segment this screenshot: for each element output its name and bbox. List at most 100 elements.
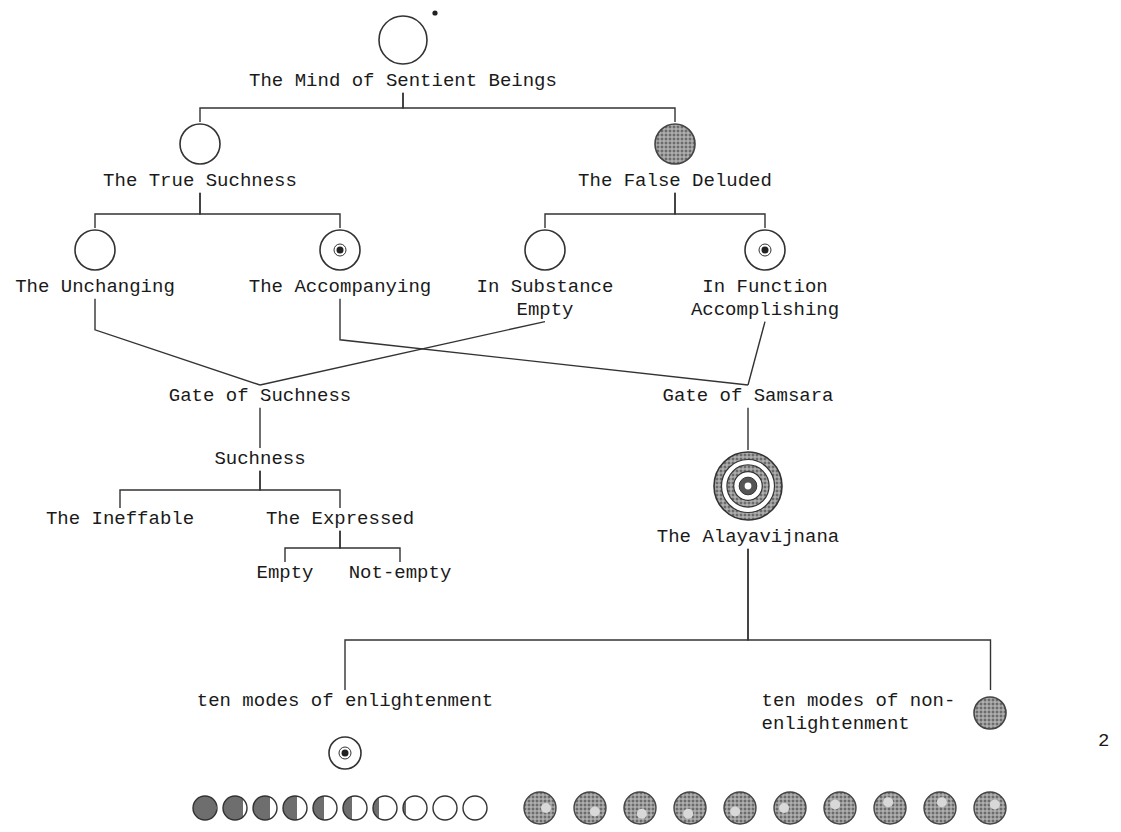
tree-node: ten modes of non-enlightenment (762, 690, 1009, 736)
mode-circle (924, 792, 956, 824)
tree-connector (200, 93, 403, 122)
tree-connector (200, 193, 340, 228)
node-label: The Unchanging (15, 276, 175, 299)
page-number: 2 (1098, 730, 1109, 753)
node-label: Empty (256, 562, 313, 585)
tree-node: The False Deluded (578, 122, 773, 193)
tree-connector (748, 322, 765, 385)
circle-symbol-part (525, 230, 565, 270)
node-label: The False Deluded (578, 170, 772, 193)
tree-connector (95, 299, 260, 385)
mode-circle (674, 792, 706, 824)
mode-circle (463, 796, 487, 820)
mode-circle (724, 792, 756, 824)
circle-symbol-part (745, 230, 785, 270)
tree-connector (260, 322, 545, 385)
tree-node: Not-empty (348, 562, 452, 585)
circle-symbol (365, 8, 441, 66)
circle-symbol-part (762, 247, 769, 254)
mode-circle (624, 792, 656, 824)
tree-connector (120, 471, 260, 508)
mode-circle (574, 792, 606, 824)
circle-symbol-part (714, 452, 782, 520)
non-enlightenment-row (524, 792, 1006, 824)
circle-symbol-part (379, 16, 427, 64)
tree-connector (675, 193, 765, 228)
mode-circle (313, 796, 337, 820)
tree-node: ten modes of enlightenment (196, 690, 494, 771)
mode-circle (373, 796, 397, 820)
mode-circle (433, 796, 457, 820)
tree-connector (345, 549, 748, 690)
circle-symbol-part (75, 230, 115, 270)
mode-circle (283, 796, 307, 820)
tree-connector (340, 531, 400, 562)
tree-node: The Expressed (265, 508, 415, 531)
tree-node: The True Suchness (103, 122, 298, 193)
circle-symbol-part (759, 244, 771, 256)
mode-circle (223, 796, 247, 820)
node-label: The Expressed (266, 508, 414, 531)
dot-mark (432, 10, 437, 15)
enlightenment-row (193, 796, 487, 820)
circle-symbol-part (339, 747, 351, 759)
node-label: The Mind of Sentient Beings (249, 70, 557, 93)
circle-symbol (712, 450, 784, 522)
node-label: The Ineffable (46, 508, 194, 531)
circle-symbol-part (974, 697, 1006, 729)
tree-connector (285, 531, 340, 562)
circle-symbol-part (334, 244, 346, 256)
tree-node: The Ineffable (45, 508, 195, 531)
circle-symbol (73, 228, 117, 272)
circle-symbol (972, 695, 1008, 731)
tree-connector (259, 408, 260, 448)
tree-node: The Mind of Sentient Beings (249, 8, 558, 93)
tree-node: Gate of Suchness (168, 385, 352, 408)
mode-mark (637, 809, 647, 819)
tree-node: Gate of Samsara (662, 385, 835, 408)
mode-mark (937, 797, 947, 807)
circle-symbol-part (337, 247, 344, 254)
tree-connector (95, 193, 200, 228)
circle-symbol-part (727, 465, 769, 507)
node-label: In Substance Empty (470, 276, 620, 322)
node-label: The Accompanying (249, 276, 431, 299)
mode-mark (779, 803, 789, 813)
circle-symbol (523, 228, 567, 272)
mode-circle (774, 792, 806, 824)
tree-connector (747, 408, 748, 450)
node-label: The True Suchness (103, 170, 297, 193)
tree-connector (403, 93, 675, 122)
circle-symbol-part (342, 749, 349, 756)
tree-node: In Substance Empty (470, 228, 621, 322)
tree-connector (748, 549, 991, 690)
circle-symbol (178, 122, 222, 166)
circle-symbol-part (320, 230, 360, 270)
circle-symbol-part (739, 477, 757, 495)
mode-circle (974, 792, 1006, 824)
node-label: ten modes of non-enlightenment (762, 690, 962, 736)
mode-mark (541, 803, 551, 813)
circle-symbol-part (745, 483, 752, 490)
node-label: In Function Accomplishing (685, 276, 845, 322)
node-label: Not-empty (349, 562, 452, 585)
tree-node: The Alayavijnana (656, 450, 840, 549)
circle-symbol (318, 228, 362, 272)
mode-circle (403, 796, 427, 820)
circle-symbol-part (329, 737, 361, 769)
mode-mark (830, 799, 840, 809)
circle-symbol-part (734, 472, 763, 501)
mode-circle (524, 792, 556, 824)
circle-symbol-part (180, 124, 220, 164)
mode-circle (874, 792, 906, 824)
node-label: Gate of Suchness (169, 385, 351, 408)
mode-circle (343, 796, 367, 820)
node-label: Suchness (214, 448, 305, 471)
circle-symbol-part (655, 124, 695, 164)
tree-connector (260, 471, 340, 508)
node-label: Gate of Samsara (662, 385, 833, 408)
mode-mark (883, 797, 893, 807)
circle-symbol-part (721, 459, 774, 512)
tree-node: The Unchanging (15, 228, 176, 299)
